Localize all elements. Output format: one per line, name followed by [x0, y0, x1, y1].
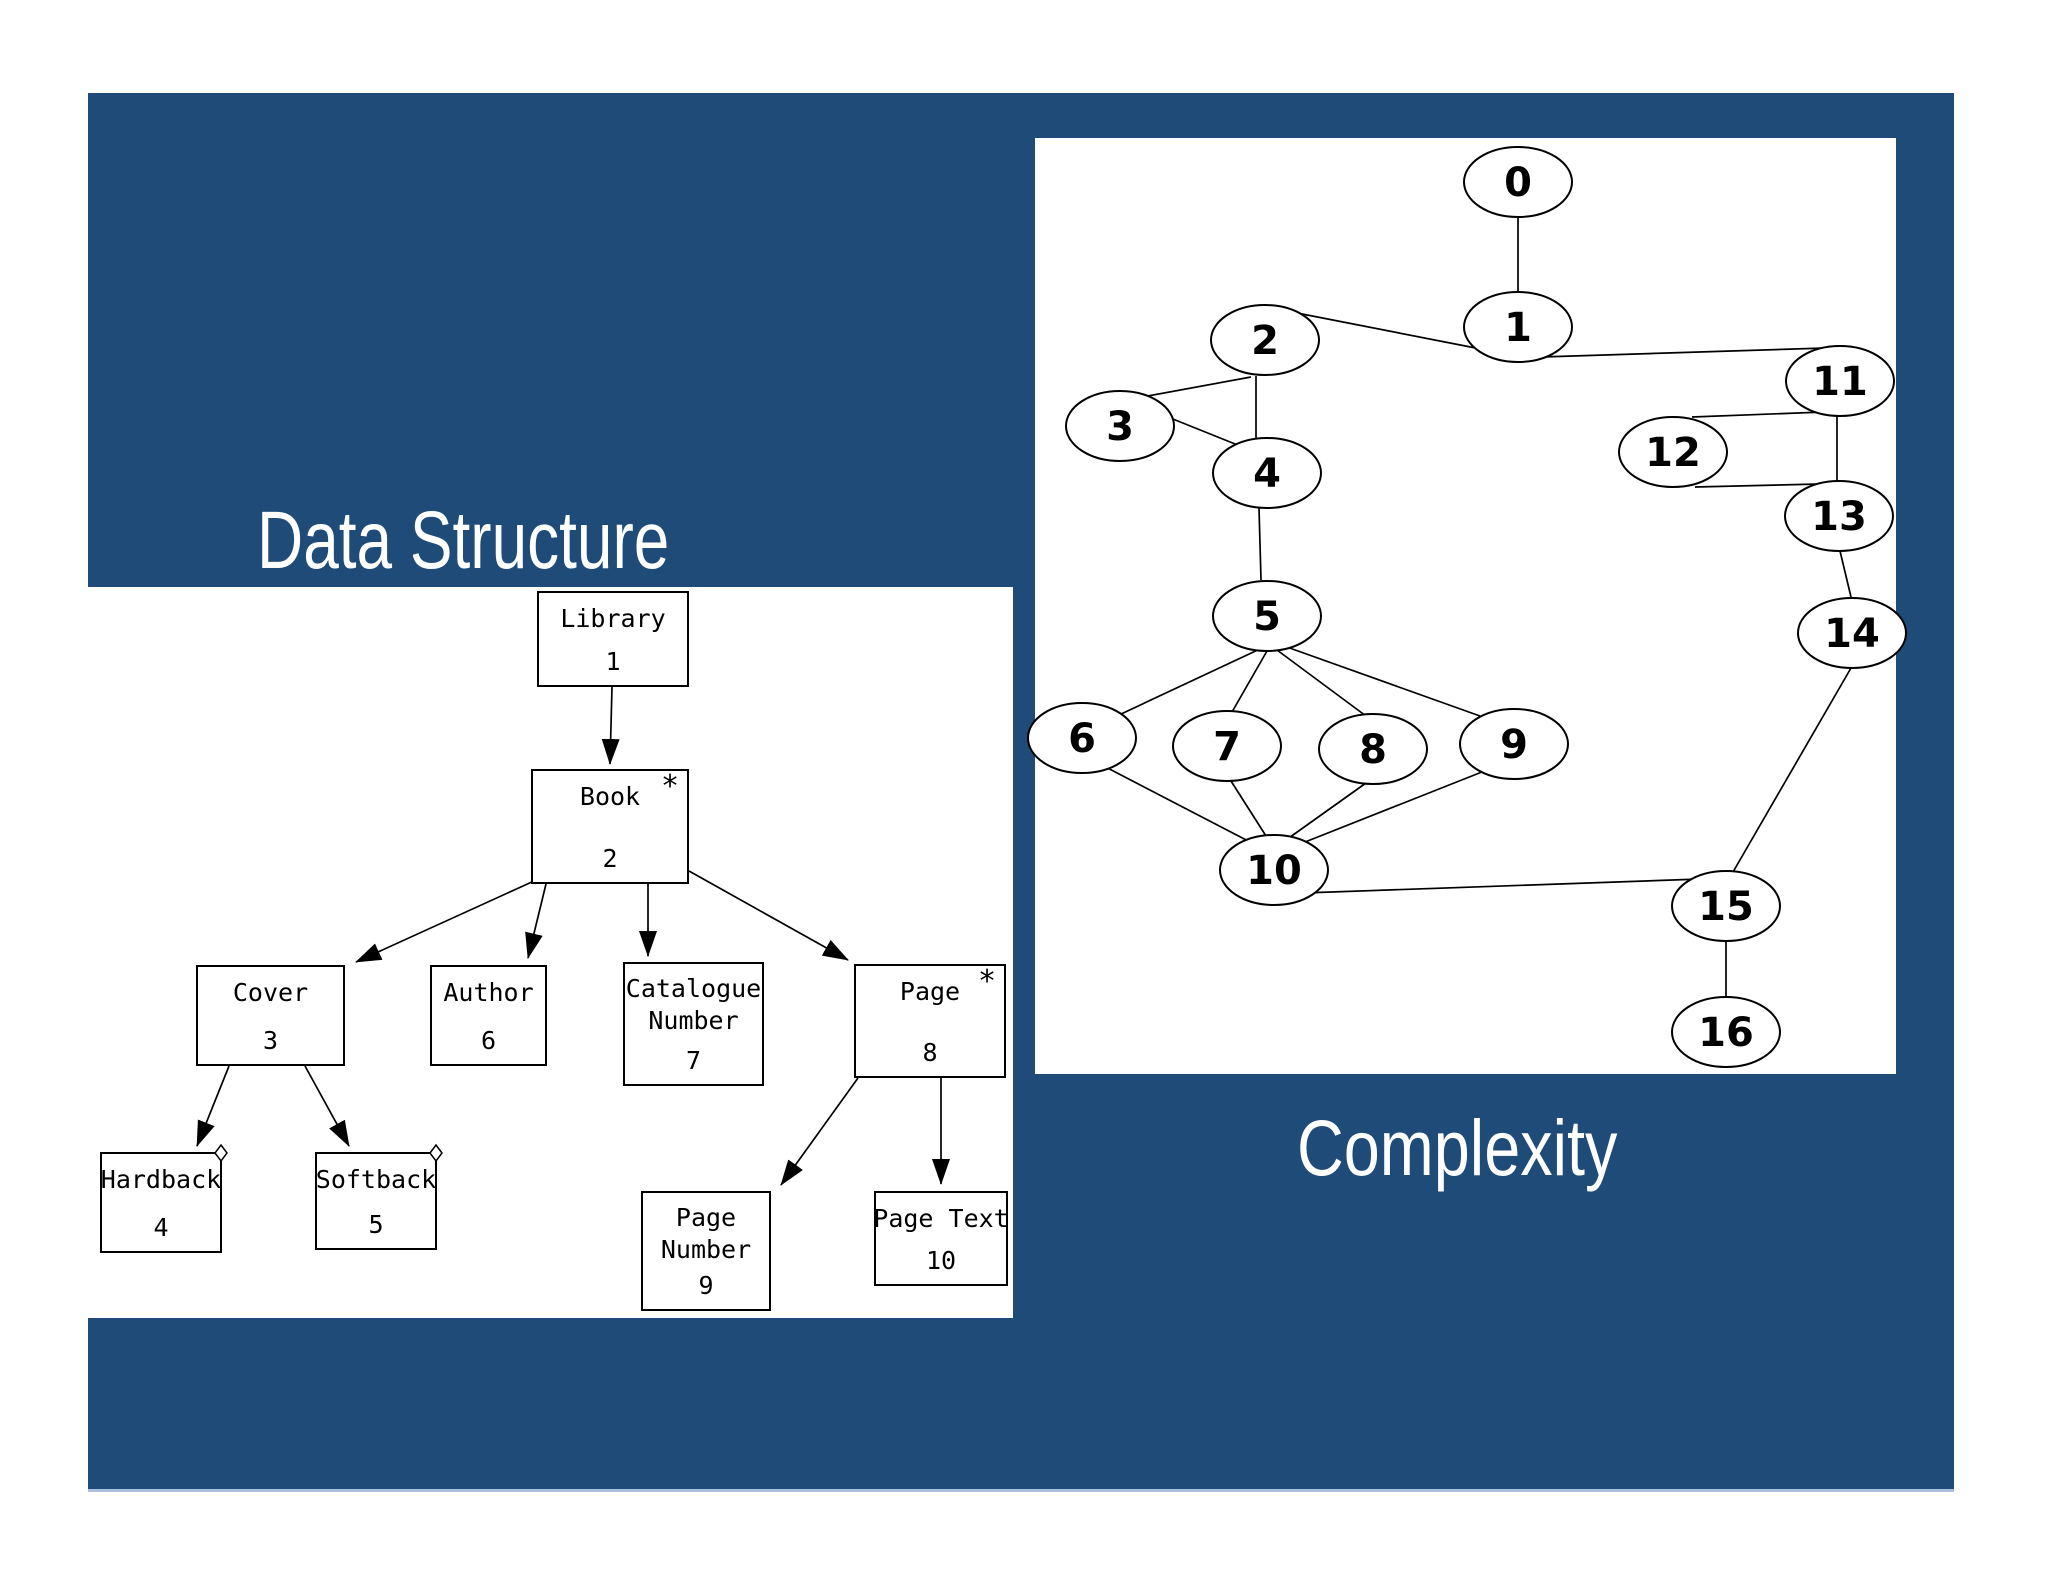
data-structure-panel: [88, 587, 1013, 1318]
data-structure-title: Data Structure: [257, 495, 670, 586]
complexity-panel: [1035, 138, 1896, 1074]
complexity-title: Complexity: [1297, 1103, 1618, 1192]
